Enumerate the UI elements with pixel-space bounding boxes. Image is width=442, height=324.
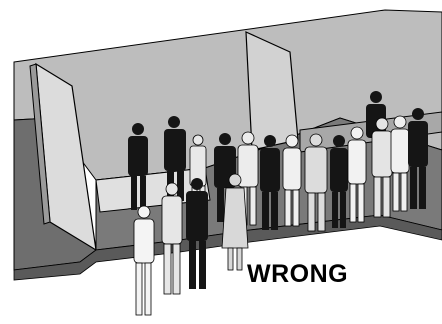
person <box>347 126 367 223</box>
person <box>390 115 410 212</box>
caption-wrong: WRONG <box>247 260 349 288</box>
person <box>186 178 208 289</box>
person <box>282 134 302 227</box>
person <box>260 135 280 230</box>
person <box>408 108 428 209</box>
person <box>304 133 328 232</box>
person <box>161 182 183 295</box>
person <box>128 123 148 210</box>
person <box>133 205 155 316</box>
ground-edge <box>13 214 442 281</box>
person <box>221 173 249 271</box>
person <box>371 117 393 218</box>
person <box>330 135 348 228</box>
people-queue <box>128 91 428 316</box>
left-divider-edge <box>29 63 51 225</box>
